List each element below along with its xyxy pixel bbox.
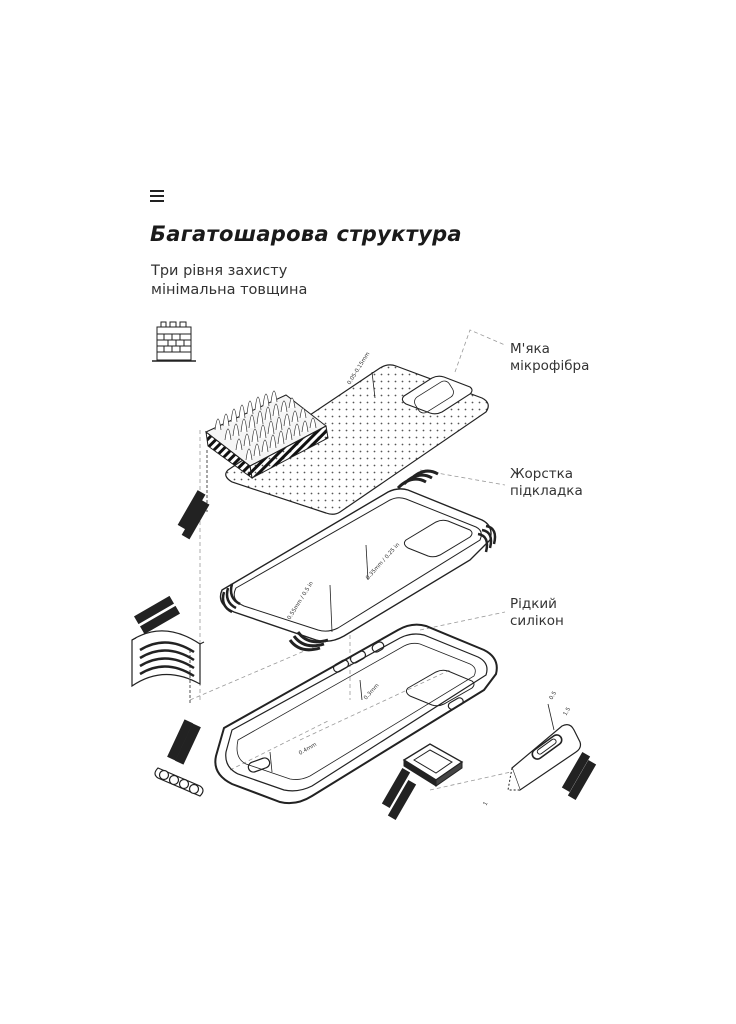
dim-button-3: 1 [483,801,490,807]
silicone-frame-layer: 0.3mm 0.4mm [214,623,498,805]
dim-button-1: 0.5 [549,690,559,701]
dim-frame-thickness: 0.3mm [363,683,380,701]
dim-button-2: 1.5 [563,706,573,717]
subtitle-line-2: мінімальна товщина [151,282,308,298]
side-buttons-detail [154,719,204,797]
label-microfiber: М'яка мікрофібра [510,341,590,374]
page-title: Багатошарова структура [150,222,462,246]
side-key-detail: 0.5 1.5 1 [483,690,597,807]
corner-bumper-detail [131,595,205,705]
menu-icon[interactable] [150,190,164,202]
label-liquid-silicone: Рідкий силікон [510,596,564,629]
tower-icon [152,321,196,362]
label-hard-liner: Жорстка підкладка [510,466,583,499]
hard-liner-layer: 0.55mm / 0.5 in 0.35mm / 0.25 in [219,469,497,652]
dim-frame-width: 0.4mm [298,742,318,757]
fiber-block [177,390,329,540]
camera-protector-detail [381,743,464,821]
subtitle-line-1: Три рівня захисту [151,263,288,279]
